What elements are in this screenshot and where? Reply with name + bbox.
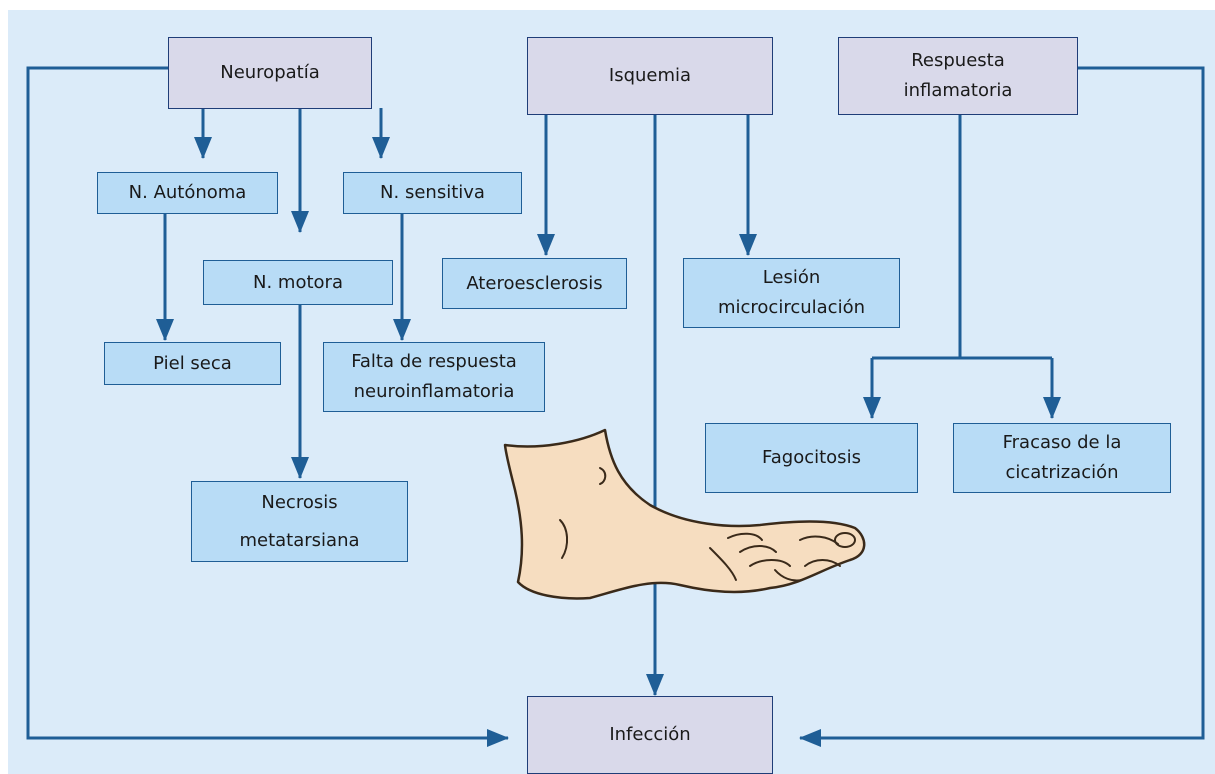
- node-piel-seca-label: Piel seca: [153, 349, 232, 379]
- node-n-motora-label: N. motora: [253, 268, 343, 298]
- node-necrosis-metatarsiana: Necrosis metatarsiana: [191, 481, 408, 562]
- node-respuesta-label-2: inflamatoria: [904, 76, 1013, 106]
- node-infeccion: Infección: [527, 696, 773, 774]
- node-fracaso-label-2: cicatrización: [1005, 458, 1118, 488]
- node-n-sensitiva: N. sensitiva: [343, 172, 522, 214]
- node-fracaso-cicatrizacion: Fracaso de la cicatrización: [953, 423, 1171, 493]
- arrow-respuesta-infeccion: [800, 68, 1203, 738]
- node-n-autonoma-label: N. Autónoma: [129, 178, 247, 208]
- node-neuropatia: Neuropatía: [168, 37, 372, 109]
- node-lesion-label-1: Lesión: [763, 263, 821, 293]
- node-falta-label-2: neuroinflamatoria: [354, 377, 515, 407]
- foot-illustration-icon: [500, 420, 880, 600]
- node-necrosis-label-1: Necrosis: [261, 484, 337, 522]
- node-n-sensitiva-label: N. sensitiva: [380, 178, 485, 208]
- node-n-motora: N. motora: [203, 260, 393, 305]
- node-isquemia: Isquemia: [527, 37, 773, 115]
- node-respuesta-label-1: Respuesta: [911, 46, 1005, 76]
- node-infeccion-label: Infección: [609, 720, 690, 750]
- node-fracaso-label-1: Fracaso de la: [1003, 428, 1122, 458]
- node-lesion-label-2: microcirculación: [718, 293, 865, 323]
- node-isquemia-label: Isquemia: [609, 61, 691, 91]
- node-falta-respuesta: Falta de respuesta neuroinflamatoria: [323, 342, 545, 412]
- node-ateroesclerosis-label: Ateroesclerosis: [466, 269, 602, 299]
- node-lesion-microcirculacion: Lesión microcirculación: [683, 258, 900, 328]
- node-necrosis-label-2: metatarsiana: [239, 522, 359, 560]
- node-n-autonoma: N. Autónoma: [97, 172, 278, 214]
- node-ateroesclerosis: Ateroesclerosis: [442, 258, 627, 309]
- node-piel-seca: Piel seca: [104, 342, 281, 385]
- node-neuropatia-label: Neuropatía: [220, 58, 320, 88]
- node-respuesta-inflamatoria: Respuesta inflamatoria: [838, 37, 1078, 115]
- node-falta-label-1: Falta de respuesta: [351, 347, 517, 377]
